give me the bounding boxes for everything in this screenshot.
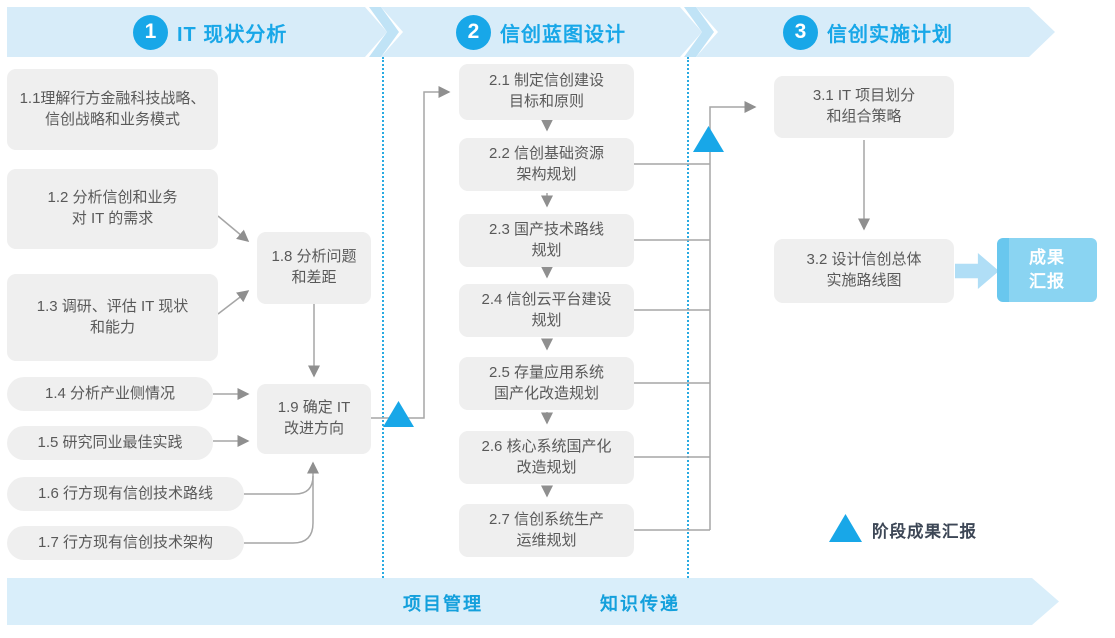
task-box-2-5: 2.5 存量应用系统 国产化改造规划 <box>459 357 634 410</box>
task-box-2-4: 2.4 信创云平台建设 规划 <box>459 284 634 337</box>
line-1-6-to-1-9 <box>244 475 314 495</box>
task-box-1-8: 1.8 分析问题 和差距 <box>257 232 371 304</box>
result-arrow-icon <box>955 253 999 289</box>
phase-3-header: 3 信创实施计划 <box>783 7 953 57</box>
legend-label: 阶段成果汇报 <box>872 523 977 541</box>
task-box-1-6: 1.6 行方现有信创技术路线 <box>7 477 244 511</box>
task-box-1-3: 1.3 调研、评估 IT 现状 和能力 <box>7 274 218 361</box>
bottom-banner <box>7 578 1059 625</box>
phase-1-header: 1 IT 现状分析 <box>133 7 287 57</box>
phase-1-title: IT 现状分析 <box>177 23 288 46</box>
arrow-trunk-to-3-1 <box>709 101 757 530</box>
task-box-1-4: 1.4 分析产业侧情况 <box>7 377 213 411</box>
arrow-1-3-to-1-8 <box>217 290 250 315</box>
phase-divider-line <box>687 57 689 578</box>
task-box-2-2: 2.2 信创基础资源 架构规划 <box>459 138 634 191</box>
bottom-label-knowledge-transfer: 知识传递 <box>600 594 680 614</box>
result-report-box: 成果 汇报 <box>997 238 1097 302</box>
phase-banner-3 <box>696 7 1055 57</box>
task-box-1-2: 1.2 分析信创和业务 对 IT 的需求 <box>7 169 218 249</box>
phase-banner-1 <box>7 7 387 57</box>
milestone-triangle-icon <box>693 126 724 152</box>
phase-1-number-badge: 1 <box>133 14 168 50</box>
task-box-2-3: 2.3 国产技术路线 规划 <box>459 214 634 267</box>
phase-banner-2 <box>381 7 702 57</box>
task-box-2-6: 2.6 核心系统国产化 改造规划 <box>459 431 634 484</box>
task-box-1-9: 1.9 确定 IT 改进方向 <box>257 384 371 454</box>
bottom-label-project-management: 项目管理 <box>403 594 483 614</box>
task-box-1-1: 1.1理解行方金融科技战略、 信创战略和业务模式 <box>7 69 218 150</box>
phase-divider-line <box>382 57 384 578</box>
phase-3-number-badge: 3 <box>783 14 818 50</box>
legend-triangle-icon <box>829 514 862 542</box>
task-box-2-7: 2.7 信创系统生产 运维规划 <box>459 504 634 557</box>
arrow-1-7-to-1-9 <box>244 461 319 544</box>
task-box-2-1: 2.1 制定信创建设 目标和原则 <box>459 64 634 120</box>
phase-2-title: 信创蓝图设计 <box>500 23 626 46</box>
phase-2-number-badge: 2 <box>456 14 491 50</box>
arrow-1-2-to-1-8 <box>217 215 250 242</box>
phase-3-title: 信创实施计划 <box>827 23 953 46</box>
task-box-3-1: 3.1 IT 项目划分 和组合策略 <box>774 76 954 138</box>
phase-2-header: 2 信创蓝图设计 <box>456 7 626 57</box>
task-box-1-7: 1.7 行方现有信创技术架构 <box>7 526 244 560</box>
milestone-triangle-icon <box>383 401 414 427</box>
task-box-3-2: 3.2 设计信创总体 实施路线图 <box>774 239 954 303</box>
task-box-1-5: 1.5 研究同业最佳实践 <box>7 426 213 460</box>
